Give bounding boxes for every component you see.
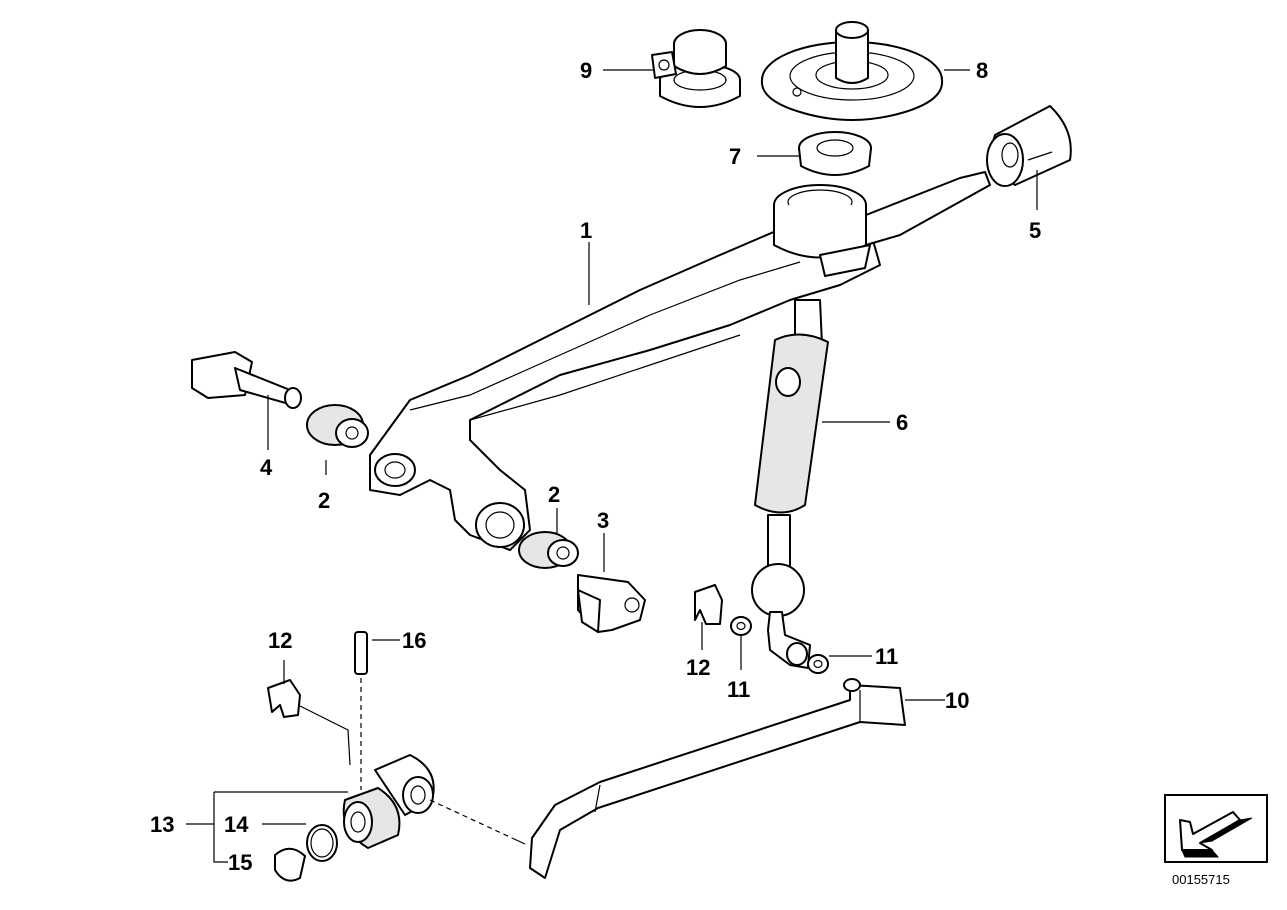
direction-arrow-icon xyxy=(1164,794,1268,863)
callout-5: 5 xyxy=(1029,218,1041,243)
joint-housing xyxy=(342,754,435,849)
shift-rod xyxy=(751,299,829,669)
bushing-lower xyxy=(518,531,579,569)
snap-ring xyxy=(306,824,338,862)
clamp-ring xyxy=(651,29,741,108)
callout-9: 9 xyxy=(580,58,592,83)
bushing-upper xyxy=(306,404,369,448)
alignment-lines xyxy=(299,678,526,845)
callout-4: 4 xyxy=(260,455,273,480)
callout-labels: 1 2 2 3 4 5 6 7 8 9 10 11 11 12 12 13 14… xyxy=(150,58,1041,875)
lever-boot-seal xyxy=(760,21,944,121)
callout-2: 2 xyxy=(318,488,330,513)
callout-13: 13 xyxy=(150,812,174,837)
callout-6: 6 xyxy=(896,410,908,435)
washer-lower xyxy=(807,654,829,674)
gear-lever-arm xyxy=(369,171,991,551)
bearing-cup xyxy=(274,847,306,882)
document-number: 00155715 xyxy=(1172,872,1230,887)
callout-3: 3 xyxy=(597,508,609,533)
callout-11: 11 xyxy=(727,677,750,702)
pivot-pin xyxy=(191,351,302,409)
callout-7: 7 xyxy=(729,144,741,169)
callout-15: 15 xyxy=(228,850,252,875)
selector-rod xyxy=(529,678,906,879)
callout-12: 12 xyxy=(268,628,292,653)
clip-left xyxy=(267,679,301,718)
callout-14: 14 xyxy=(224,812,249,837)
callout-10: 10 xyxy=(945,688,969,713)
callout-1: 1 xyxy=(580,218,592,243)
callout-16: 16 xyxy=(402,628,426,653)
roll-pin xyxy=(354,631,368,675)
bearing-sleeve xyxy=(986,105,1072,187)
clip-right xyxy=(694,584,723,625)
lever-bushing xyxy=(798,131,872,176)
callout-8: 8 xyxy=(976,58,988,83)
callout-2: 2 xyxy=(548,482,560,507)
leader-lines xyxy=(186,69,1038,863)
callout-12: 12 xyxy=(686,655,710,680)
callout-11: 11 xyxy=(875,644,898,669)
bracket-pin xyxy=(577,574,646,633)
washer-upper xyxy=(730,616,752,636)
